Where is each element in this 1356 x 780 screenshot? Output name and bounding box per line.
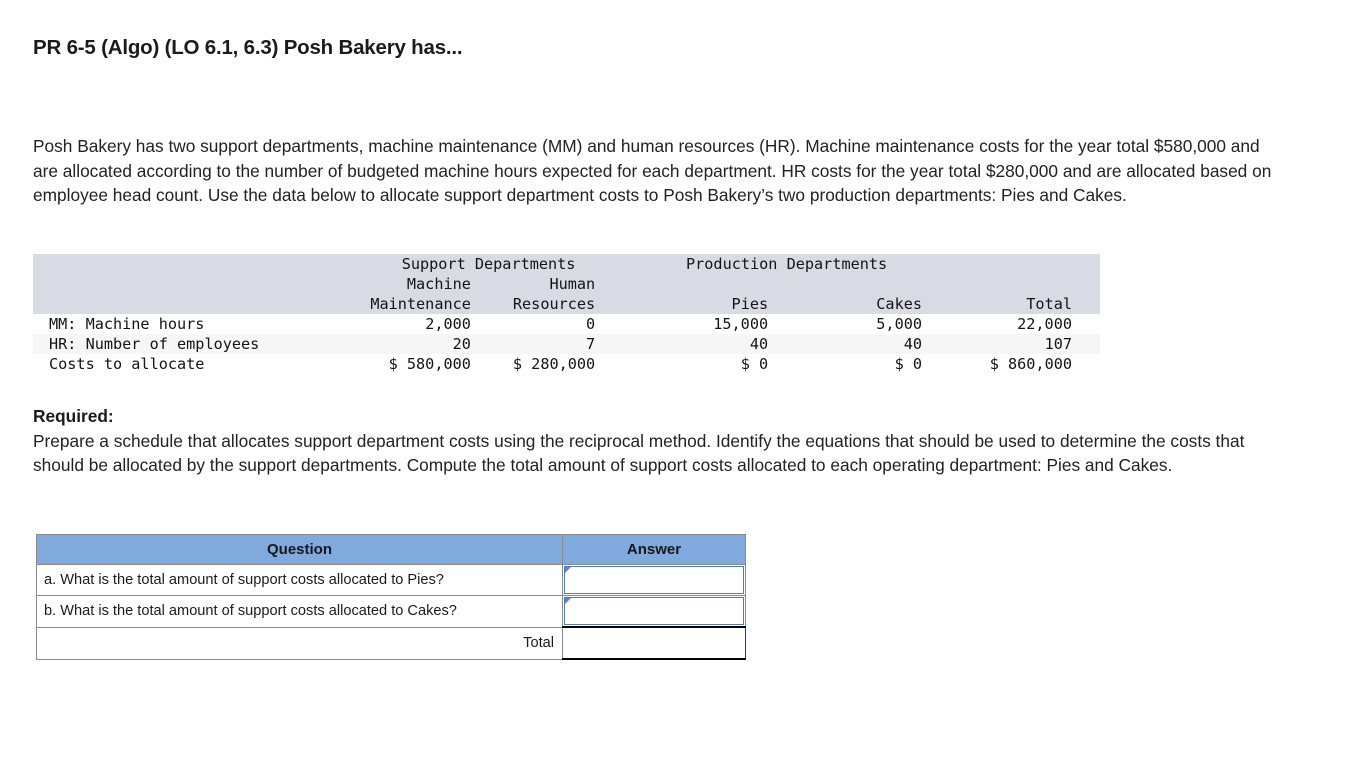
- answer-input-a[interactable]: [564, 566, 744, 594]
- subheader1-machine: Machine: [406, 275, 471, 293]
- answer-header-row: Question Answer: [36, 534, 746, 565]
- answer-input-b[interactable]: [564, 597, 744, 625]
- group-header-production-departments: Production Departments: [686, 255, 888, 273]
- subheader2-maintenance: Maintenance: [370, 295, 471, 313]
- subheader2-total: Total: [1026, 295, 1072, 313]
- required-section: Required: Prepare a schedule that alloca…: [33, 404, 1288, 478]
- cell-mm-pies: 15,000: [713, 315, 769, 333]
- subheader2-resources: Resources: [512, 295, 596, 313]
- required-text: Prepare a schedule that allocates suppor…: [33, 430, 1245, 476]
- answer-row-a: a. What is the total amount of support c…: [36, 564, 746, 596]
- group-header-trailing: [950, 254, 1100, 274]
- answer-row-total: Total: [36, 626, 746, 660]
- table-row: HR: Number of employees 20 7 40 40 107: [33, 334, 1100, 354]
- cell-mm-human-resources: 0: [586, 315, 596, 333]
- data-table-subheader-row-1: Machine Human: [33, 274, 1100, 294]
- subheader2-blank: [33, 294, 354, 314]
- group-header-support-departments: Support Departments: [401, 255, 576, 273]
- subheader2-cakes: Cakes: [876, 295, 922, 313]
- total-label: Total: [36, 626, 563, 660]
- row-label-hr-number-of-employees: HR: Number of employees: [49, 335, 260, 353]
- cell-mm-total: 22,000: [1017, 315, 1072, 333]
- answer-table-body: a. What is the total amount of support c…: [36, 564, 746, 660]
- cell-costs-pies: $ 0: [740, 355, 769, 373]
- support-department-data-table: Support Departments Production Departmen…: [33, 254, 1100, 374]
- total-value-cell: [562, 626, 746, 660]
- cell-hr-cakes: 40: [903, 335, 922, 353]
- cell-mm-cakes: 5,000: [876, 315, 922, 333]
- subheader1-pies: [623, 274, 796, 294]
- group-header-blank: [33, 254, 354, 274]
- cell-costs-cakes: $ 0: [894, 355, 922, 373]
- answer-input-cell-b[interactable]: [562, 595, 746, 628]
- cell-hr-human-resources: 7: [586, 335, 596, 353]
- subheader1-human: Human: [549, 275, 596, 293]
- table-row: Costs to allocate $ 580,000 $ 280,000 $ …: [33, 354, 1100, 374]
- data-table-group-header-row: Support Departments Production Departmen…: [33, 254, 1100, 274]
- required-heading: Required:: [33, 406, 114, 426]
- page-title: PR 6-5 (Algo) (LO 6.1, 6.3) Posh Bakery …: [33, 36, 463, 59]
- answer-input-cell-a[interactable]: [562, 564, 746, 596]
- cell-costs-total: $ 860,000: [989, 355, 1072, 373]
- subheader1-total: [950, 274, 1100, 294]
- subheader1-blank: [33, 274, 354, 294]
- data-table-body: MM: Machine hours 2,000 0 15,000 5,000 2…: [33, 314, 1100, 374]
- row-label-costs-to-allocate: Costs to allocate: [49, 355, 205, 373]
- cell-costs-human-resources: $ 280,000: [512, 355, 596, 373]
- question-label-a: a. What is the total amount of support c…: [36, 564, 563, 596]
- cell-hr-machine-maintenance: 20: [452, 335, 471, 353]
- answer-table-head: Question Answer: [36, 534, 746, 565]
- cell-mm-machine-maintenance: 2,000: [425, 315, 471, 333]
- data-table-head: Support Departments Production Departmen…: [33, 254, 1100, 314]
- column-header-answer: Answer: [562, 534, 746, 565]
- column-header-question: Question: [36, 534, 563, 565]
- answer-entry-table: Question Answer a. What is the total amo…: [36, 534, 746, 660]
- subheader2-pies: Pies: [731, 295, 769, 313]
- problem-statement: Posh Bakery has two support departments,…: [33, 136, 1272, 206]
- cell-costs-machine-maintenance: $ 580,000: [388, 355, 471, 373]
- answer-row-b: b. What is the total amount of support c…: [36, 595, 746, 628]
- subheader1-cakes: [796, 274, 950, 294]
- question-label-b: b. What is the total amount of support c…: [36, 595, 563, 628]
- data-table-subheader-row-2: Maintenance Resources Pies Cakes Total: [33, 294, 1100, 314]
- cell-hr-total: 107: [1044, 335, 1072, 353]
- cell-hr-pies: 40: [749, 335, 769, 353]
- table-row: MM: Machine hours 2,000 0 15,000 5,000 2…: [33, 314, 1100, 334]
- row-label-mm-machine-hours: MM: Machine hours: [49, 315, 205, 333]
